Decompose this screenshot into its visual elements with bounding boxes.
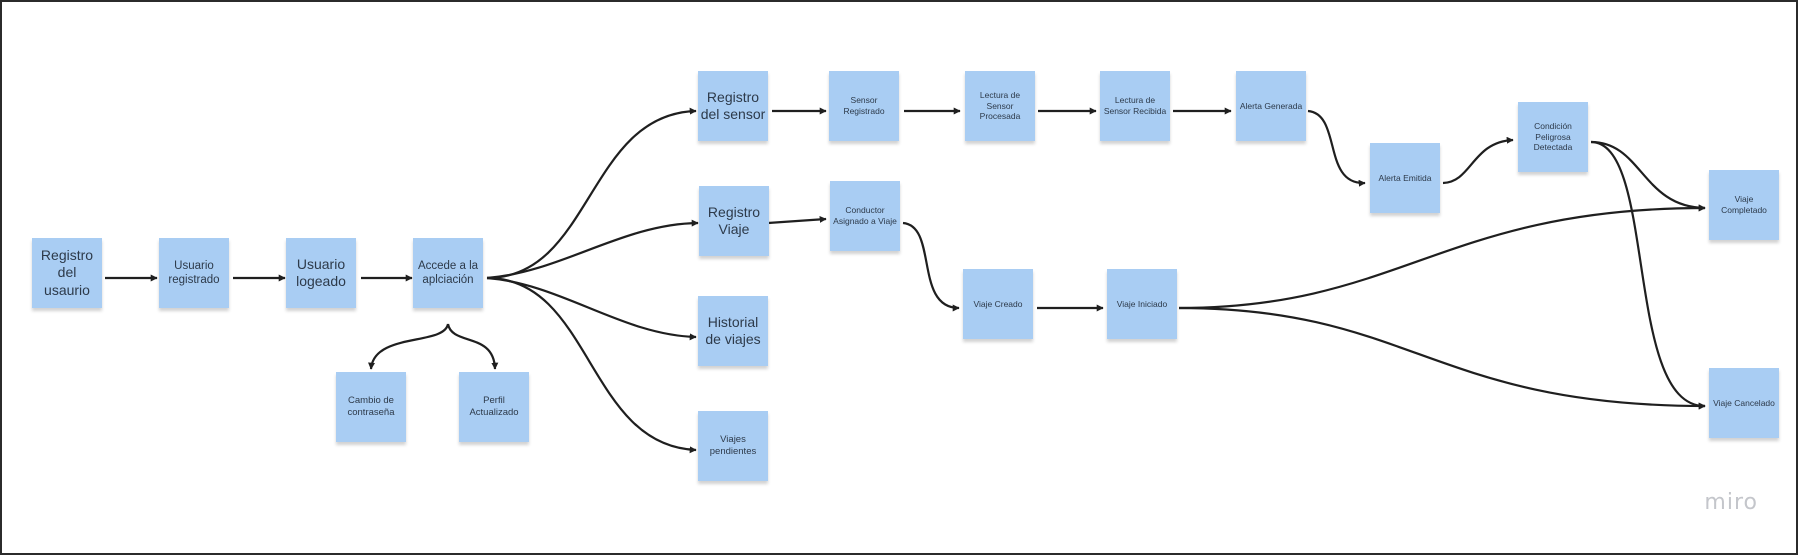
sticky-sensor-registrado[interactable]: Sensor Registrado [829, 71, 899, 141]
sticky-viajes-pendientes-text: Viajes pendientes [709, 434, 757, 457]
sticky-viaje-iniciado-text: Viaje Iniciado [1116, 298, 1168, 309]
sticky-cambio-de-contrasena[interactable]: Cambio de contraseña [336, 372, 406, 442]
sticky-lectura-de-sensor-recibida-text: Lectura de Sensor Recibida [1103, 95, 1167, 116]
sticky-viajes-pendientes[interactable]: Viajes pendientes [698, 411, 768, 481]
edge-accede-app-to-registro-viaje [486, 219, 699, 280]
sticky-accede-a-la-aplicacion-text: Accede a la aplciación [417, 259, 479, 286]
edge-registro-viaje-to-conductor-asignado [767, 215, 827, 225]
sticky-viaje-cancelado-text: Viaje Cancelado [1713, 397, 1775, 408]
sticky-viaje-creado-text: Viaje Creado [973, 298, 1023, 309]
sticky-registro-viaje[interactable]: Registro Viaje [699, 186, 769, 256]
edge-condicion-peligrosa-to-viaje-completado [1590, 140, 1706, 212]
sticky-registro-del-usuario-text: Registro del usaurio [40, 246, 94, 298]
sticky-registro-del-sensor[interactable]: Registro del sensor [698, 71, 768, 141]
sticky-alerta-emitida-text: Alerta Emitida [1378, 172, 1432, 183]
edge-conductor-asignado-to-viaje-creado [902, 221, 960, 312]
sticky-accede-a-la-aplicacion[interactable]: Accede a la aplciación [413, 238, 483, 308]
sticky-lectura-de-sensor-recibida[interactable]: Lectura de Sensor Recibida [1100, 71, 1170, 141]
sticky-usuario-registrado-text: Usuario registrado [168, 259, 220, 286]
sticky-condicion-peligrosa-detectada[interactable]: Condición Peligrosa Detectada [1518, 102, 1588, 172]
sticky-condicion-peligrosa-detectada-text: Condición Peligrosa Detectada [1533, 121, 1573, 153]
sticky-perfil-actualizado-text: Perfil Actualizado [469, 395, 519, 418]
sticky-registro-del-sensor-text: Registro del sensor [700, 88, 766, 123]
sticky-alerta-generada[interactable]: Alerta Generada [1236, 71, 1306, 141]
edge-accede-app-to-historial [486, 276, 697, 341]
sticky-registro-viaje-text: Registro Viaje [707, 203, 761, 238]
edge-accede-app-to-cambio-contrasena [368, 323, 450, 370]
edge-alerta-emitida-to-condicion-peligrosa [1442, 136, 1514, 185]
sticky-viaje-cancelado[interactable]: Viaje Cancelado [1709, 368, 1779, 438]
sticky-lectura-de-sensor-procesada[interactable]: Lectura de Sensor Procesada [965, 71, 1035, 141]
sticky-usuario-registrado[interactable]: Usuario registrado [159, 238, 229, 308]
sticky-viaje-completado-text: Viaje Completado [1721, 194, 1767, 215]
sticky-usuario-logeado-text: Usuario logeado [296, 255, 346, 290]
edge-accede-app-to-viajes-pendientes [486, 276, 697, 454]
sticky-cambio-de-contrasena-text: Cambio de contraseña [347, 395, 395, 418]
sticky-historial-de-viajes[interactable]: Historial de viajes [698, 296, 768, 366]
sticky-historial-de-viajes-text: Historial de viajes [705, 313, 761, 348]
sticky-conductor-asignado-a-viaje-text: Conductor Asignado a Viaje [833, 205, 897, 226]
sticky-lectura-de-sensor-procesada-text: Lectura de Sensor Procesada [979, 90, 1021, 122]
sticky-sensor-registrado-text: Sensor Registrado [843, 95, 885, 116]
sticky-conductor-asignado-a-viaje[interactable]: Conductor Asignado a Viaje [830, 181, 900, 251]
sticky-registro-del-usuario[interactable]: Registro del usaurio [32, 238, 102, 308]
edge-alerta-generada-to-alerta-emitida [1307, 109, 1366, 187]
edge-viaje-iniciado-to-viaje-completado [1178, 204, 1706, 310]
sticky-alerta-emitida[interactable]: Alerta Emitida [1370, 143, 1440, 213]
sticky-usuario-logeado[interactable]: Usuario logeado [286, 238, 356, 308]
sticky-viaje-completado[interactable]: Viaje Completado [1709, 170, 1779, 240]
sticky-viaje-creado[interactable]: Viaje Creado [963, 269, 1033, 339]
sticky-viaje-iniciado[interactable]: Viaje Iniciado [1107, 269, 1177, 339]
sticky-alerta-generada-text: Alerta Generada [1239, 100, 1303, 111]
miro-logo: miro [1704, 490, 1758, 515]
edge-accede-app-to-registro-sensor [486, 107, 697, 280]
sticky-perfil-actualizado[interactable]: Perfil Actualizado [459, 372, 529, 442]
edge-accede-app-to-perfil-actualizado [446, 323, 499, 370]
edge-viaje-iniciado-to-viaje-cancelado [1178, 306, 1706, 410]
edge-condicion-peligrosa-to-viaje-cancelado [1590, 140, 1706, 410]
